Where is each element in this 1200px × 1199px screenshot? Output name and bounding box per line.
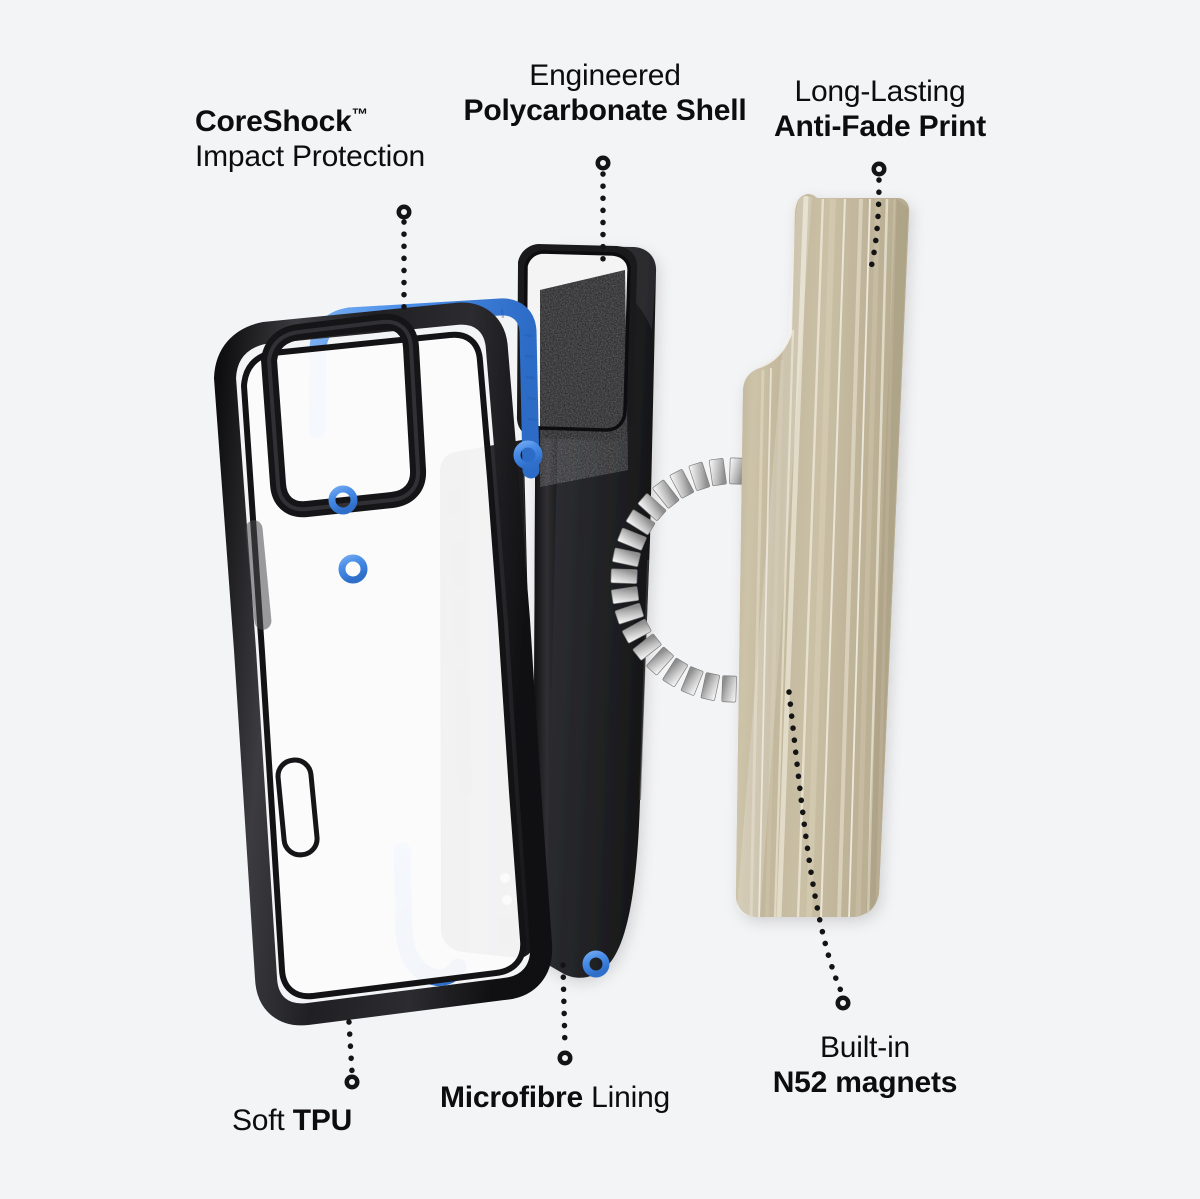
tpu-bumper-layer	[214, 298, 610, 1026]
callout-tpu: Soft TPU	[232, 1103, 352, 1138]
callout-coreshock-line1: CoreShock™	[195, 105, 369, 138]
callout-polycarbonate-line1: Engineered	[529, 59, 681, 92]
callout-n52: Built-in N52 magnets	[750, 1030, 980, 1101]
tpu-bumper-frame	[214, 302, 553, 1026]
callout-n52-line2: N52 magnets	[772, 1066, 958, 1100]
callout-polycarbonate: Engineered Polycarbonate Shell	[455, 58, 755, 129]
coreshock-posts	[328, 440, 610, 978]
tpu-power-cutout	[278, 760, 318, 855]
callout-polycarbonate-line2: Polycarbonate Shell	[463, 94, 747, 128]
callout-microfibre-word1: Microfibre	[440, 1081, 584, 1114]
callout-antifade: Long-Lasting Anti-Fade Print	[735, 74, 1025, 145]
callout-tpu-word2: TPU	[292, 1104, 353, 1137]
tpu-volume-cutout	[245, 520, 272, 630]
callout-antifade-line2: Anti-Fade Print	[774, 110, 986, 144]
callout-tpu-word1: Soft	[232, 1104, 285, 1137]
callout-coreshock-line2: Impact Protection	[195, 140, 426, 174]
callout-coreshock: CoreShock™ Impact Protection	[195, 104, 425, 175]
callout-antifade-line1: Long-Lasting	[794, 75, 966, 108]
trademark-symbol: ™	[351, 106, 369, 124]
tpu-power-cutout-rim	[275, 757, 320, 858]
callout-microfibre-word2: Lining	[591, 1081, 671, 1114]
tpu-camera-ring	[261, 313, 427, 518]
shell-seam	[639, 559, 649, 801]
callout-microfibre: Microfibre Lining	[440, 1080, 670, 1115]
tpu-clear-window	[244, 334, 524, 997]
callout-n52-line1: Built-in	[819, 1031, 911, 1064]
shell-camera-cutout	[516, 244, 638, 487]
tpu-side-buttons	[245, 520, 320, 858]
